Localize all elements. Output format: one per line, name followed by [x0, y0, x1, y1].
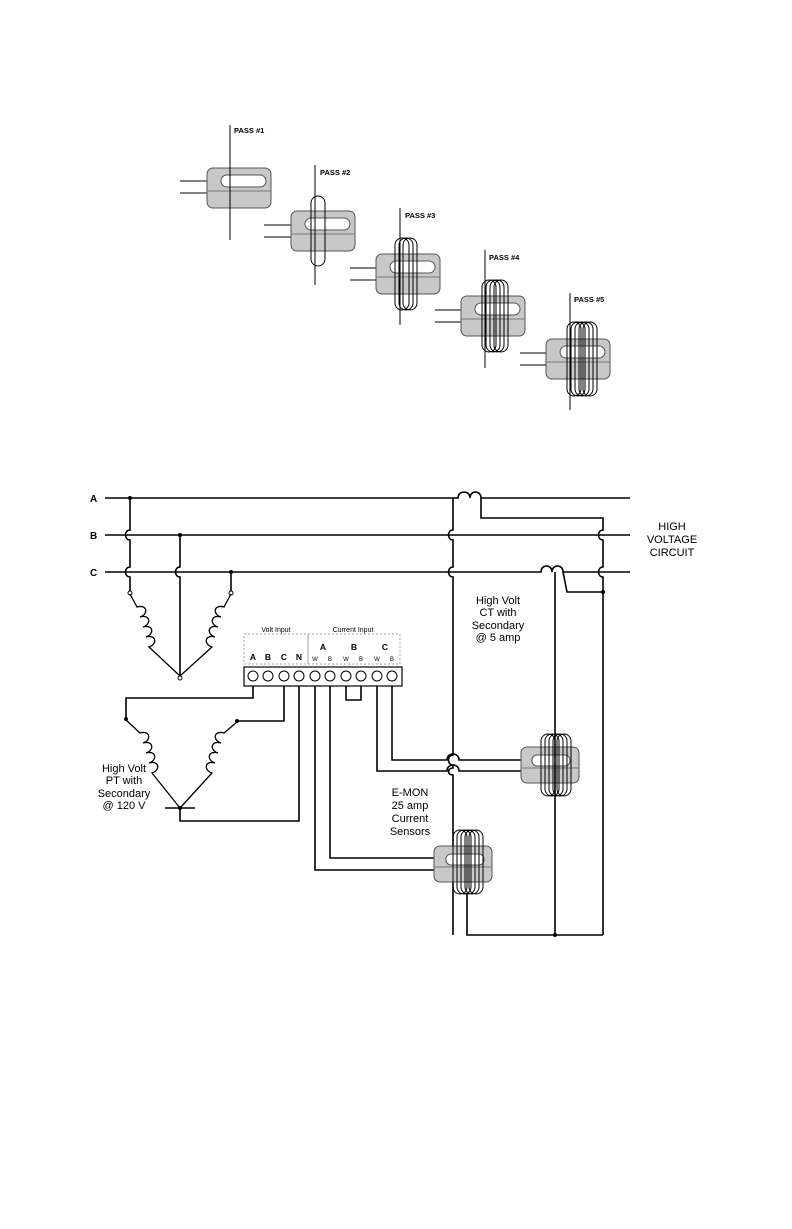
pass-3-ct: PASS #3	[350, 208, 440, 325]
current-sub-4: B	[359, 657, 363, 663]
pass-4-ct: PASS #4	[435, 250, 525, 368]
pt-label-4: @ 120 V	[103, 800, 147, 812]
sensor-label-3: Current	[392, 813, 429, 825]
current-sub-2: B	[328, 657, 332, 663]
volt-input-label: Volt Input	[261, 627, 290, 634]
pt-label-2: PT with	[106, 775, 142, 787]
bus-a-line	[105, 492, 630, 498]
bus-a-label: A	[90, 494, 97, 505]
volt-term-n: N	[296, 652, 302, 662]
pass-illustrations: PASS #1 PASS #2 PASS #3	[180, 125, 610, 410]
volt-term-c: C	[281, 652, 287, 662]
wiring-schematic: A B C HIGH VOLTAGE CIRCUIT High Volt	[90, 492, 697, 937]
current-sub-1: W	[312, 657, 318, 663]
emon-sensor-upper	[521, 734, 579, 796]
sensor-label-2: 25 amp	[392, 800, 429, 812]
bus-b-label: B	[90, 531, 97, 542]
sensor-label-1: E-MON	[392, 787, 429, 799]
pass-4-label: PASS #4	[489, 253, 520, 262]
ct-label-2: CT with	[479, 607, 516, 619]
high-voltage-label-1: HIGH	[658, 521, 686, 533]
volt-term-b: B	[265, 652, 271, 662]
high-voltage-label-3: CIRCUIT	[650, 547, 695, 559]
pass-1-ct: PASS #1	[180, 125, 271, 240]
volt-term-a: A	[250, 652, 256, 662]
emon-sensor-lower	[434, 830, 492, 894]
pass-2-label: PASS #2	[320, 168, 350, 177]
ct-label-1: High Volt	[476, 595, 520, 607]
current-sub-6: B	[390, 657, 394, 663]
pass-5-label: PASS #5	[574, 295, 604, 304]
current-input-label: Current Input	[333, 627, 374, 634]
pt-label-3: Secondary	[98, 788, 151, 800]
ct-label-4: @ 5 amp	[476, 632, 521, 644]
high-voltage-label-2: VOLTAGE	[647, 534, 697, 546]
pass-1-label: PASS #1	[234, 126, 264, 135]
bus-c-label: C	[90, 568, 97, 579]
pt-label-1: High Volt	[102, 763, 146, 775]
current-phase-c: C	[382, 642, 388, 652]
current-sub-3: W	[343, 657, 349, 663]
bus-c-line	[105, 566, 630, 572]
pass-3-label: PASS #3	[405, 211, 435, 220]
pass-2-ct: PASS #2	[264, 165, 355, 285]
current-phase-a: A	[320, 642, 326, 652]
current-sub-5: W	[374, 657, 380, 663]
sensor-label-4: Sensors	[390, 826, 431, 838]
ct-label-3: Secondary	[472, 620, 525, 632]
current-phase-b: B	[351, 642, 357, 652]
pass-5-ct: PASS #5	[520, 293, 610, 410]
